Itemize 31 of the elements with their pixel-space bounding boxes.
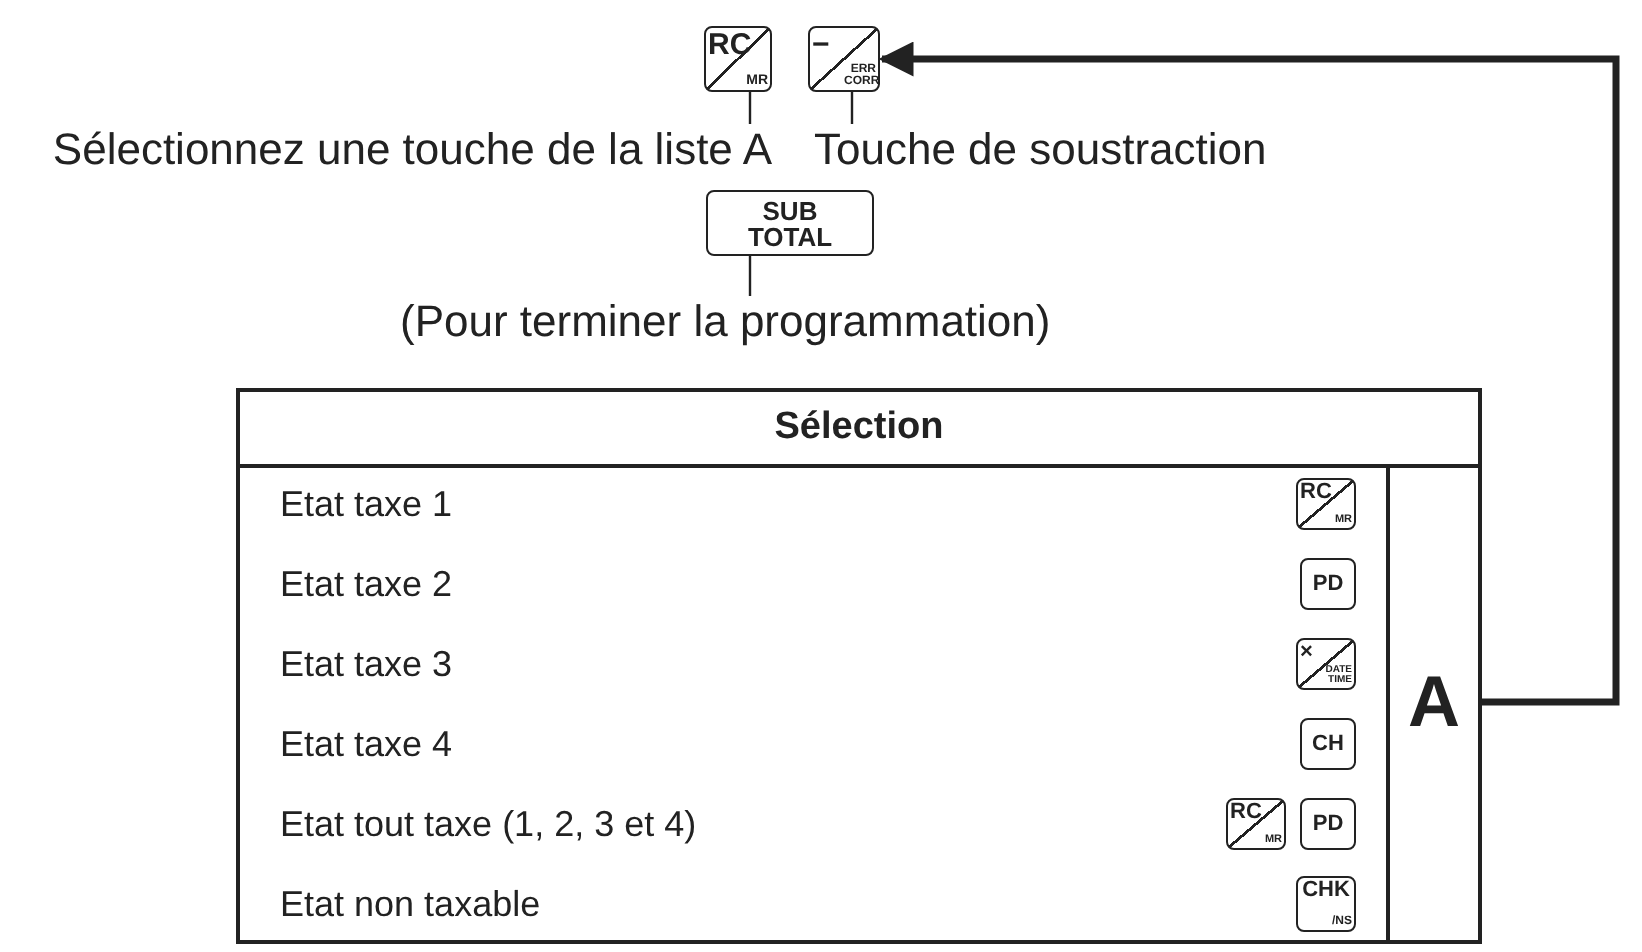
keyboard-key: [808, 26, 880, 92]
annotation-text: Touche de soustraction: [814, 124, 1267, 176]
keyboard-key: [704, 26, 772, 92]
row-label: Etat taxe 2: [280, 562, 453, 606]
row-label: Etat taxe 1: [280, 482, 453, 526]
keyboard-key: [1296, 876, 1356, 932]
key-label: CHK: [1300, 880, 1352, 902]
keyboard-key: [1296, 638, 1356, 690]
list-letter: A: [1386, 464, 1478, 940]
row-label: Etat tout taxe (1, 2, 3 et 4): [280, 802, 697, 846]
row-label: Etat non taxable: [280, 882, 541, 926]
key-label: RC: [1230, 802, 1262, 824]
annotation-text: Sélectionnez une touche de la liste A: [52, 124, 772, 176]
selection-table: [236, 388, 1482, 944]
keyboard-key: PD: [1300, 558, 1356, 610]
keyboard-key: CH: [1300, 718, 1356, 770]
annotation-text: (Pour terminer la programmation): [400, 296, 1051, 348]
leader-line: [850, 92, 854, 124]
leader-line: [748, 92, 752, 124]
key-label: ×: [1300, 642, 1313, 664]
leader-line: [748, 256, 752, 296]
keyboard-key: [1226, 798, 1286, 850]
key-label: −: [812, 30, 830, 60]
keyboard-key: SUB TOTAL: [706, 190, 874, 256]
row-label: Etat taxe 4: [280, 722, 453, 766]
table-header: Sélection: [240, 392, 1478, 468]
key-label: RC: [1300, 482, 1332, 504]
keyboard-key: PD: [1300, 798, 1356, 850]
arrow: [878, 41, 1620, 706]
row-label: Etat taxe 3: [280, 642, 453, 686]
keyboard-key: [1296, 478, 1356, 530]
